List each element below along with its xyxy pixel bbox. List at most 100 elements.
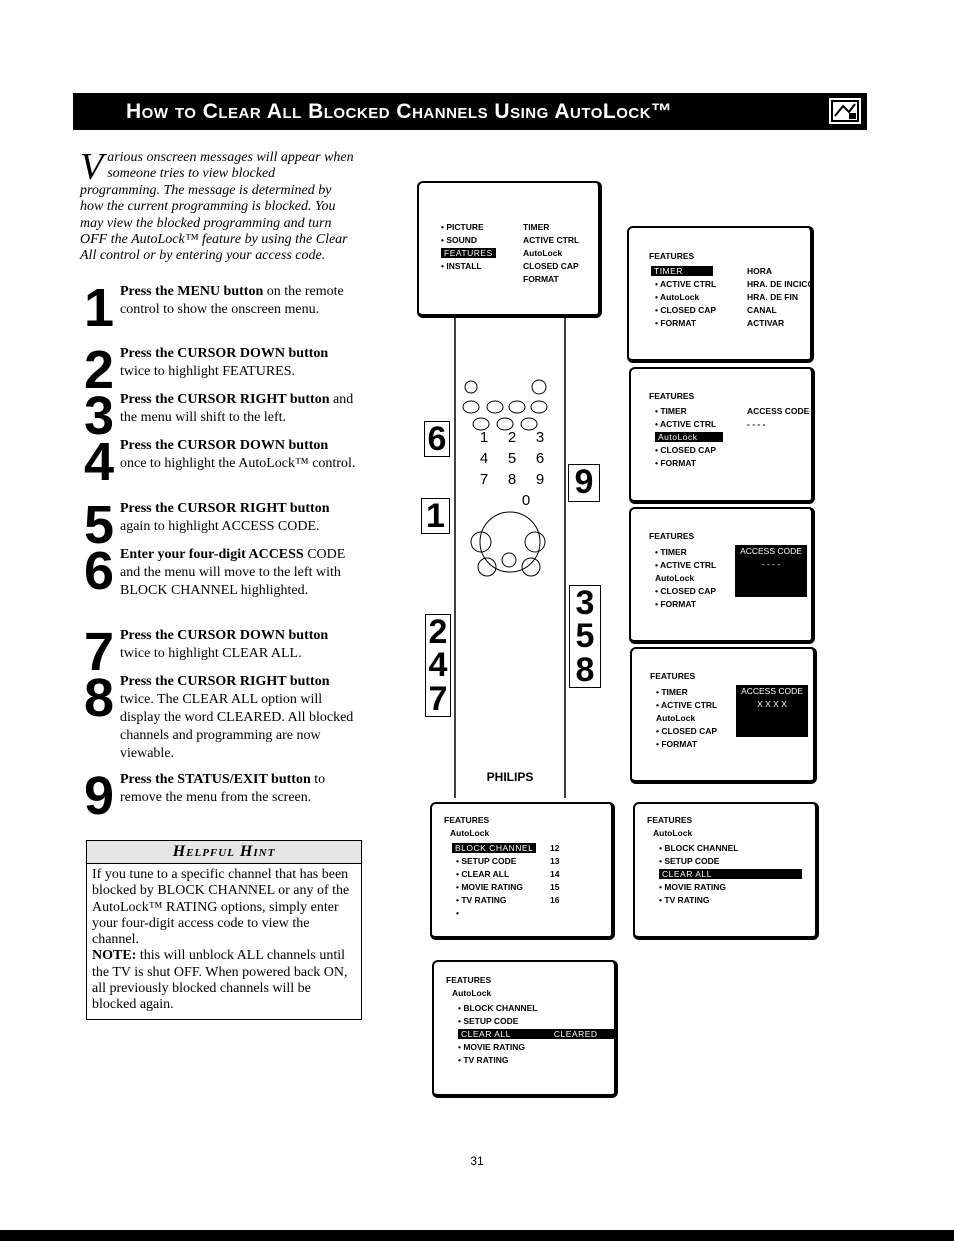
menu-item: • SETUP CODE: [458, 1016, 519, 1026]
digit-key[interactable]: 4: [479, 450, 489, 467]
step-detail: twice. The CLEAR ALL option will display…: [120, 692, 354, 761]
menu-item-selected: FEATURES: [441, 247, 496, 260]
remote-control: 1 2 3 4 5 6 7 8 9 0 PHILIPS: [453, 312, 567, 798]
menu-item: • ACTIVE CTRL: [656, 700, 718, 710]
submenu-item: HRA. DE INCICO: [747, 279, 815, 289]
submenu-item: AutoLock: [523, 248, 563, 258]
screen-features-timer: FEATURES TIMER • ACTIVE CTRL • AutoLock …: [627, 226, 814, 363]
step-number: 8: [84, 668, 115, 728]
menu-item: • ACTIVE CTRL: [655, 419, 717, 429]
menu-item: • TIMER: [655, 406, 687, 416]
access-code-label: ACCESS CODE: [747, 406, 810, 416]
hint-body: If you tune to a specific channel that h…: [92, 867, 350, 948]
menu-item: • FORMAT: [656, 739, 698, 749]
access-code-label: ACCESS CODE: [741, 686, 803, 696]
menu-item: • TIMER: [656, 687, 688, 697]
menu-item: • FORMAT: [655, 318, 697, 328]
submenu-item: ACTIVE CTRL: [523, 235, 580, 245]
channel-number: 12: [550, 843, 560, 853]
callout-1: 1: [421, 498, 450, 534]
menu-item: • PICTURE: [441, 222, 484, 232]
channel-number: 16: [550, 895, 560, 905]
remote-keypad: 1 2 3 4 5 6 7 8 9 0: [467, 427, 557, 511]
submenu-item: TIMER: [523, 222, 550, 232]
step-detail: and the menu will shift to the left.: [120, 392, 354, 425]
access-code-value: X X X X: [757, 699, 787, 709]
menu-item: • SETUP CODE: [456, 856, 517, 866]
cleared-label: CLEARED: [550, 1029, 614, 1039]
step-number: 4: [84, 432, 115, 492]
page-title: How to Clear All Blocked Channels Using …: [126, 99, 673, 123]
step-action: Enter your four-digit ACCESS: [120, 547, 304, 562]
menu-item: • MOVIE RATING: [458, 1042, 526, 1052]
step-action: Press the CURSOR RIGHT button: [120, 392, 330, 407]
screen-title: FEATURES: [649, 531, 695, 541]
submenu-item: HRA. DE FIN: [747, 292, 798, 302]
menu-item: • FORMAT: [655, 458, 697, 468]
menu-item: • CLOSED CAP: [655, 586, 717, 596]
channel-number: 13: [550, 856, 560, 866]
step-action: Press the CURSOR RIGHT button: [120, 501, 330, 516]
menu-item: • TV RATING: [456, 895, 507, 905]
drop-cap: V: [80, 146, 104, 188]
digit-key[interactable]: 3: [535, 429, 545, 446]
screen-autolock-block-channel: FEATURES AutoLock BLOCK CHANNEL • SETUP …: [430, 802, 615, 940]
step-detail: twice to highlight FEATURES.: [120, 364, 295, 379]
autolock-icon: [827, 96, 863, 126]
screen-access-code-entered: FEATURES • TIMER • ACTIVE CTRL AutoLock …: [630, 647, 817, 784]
menu-item: • CLOSED CAP: [656, 726, 718, 736]
menu-item: AutoLock: [655, 573, 695, 583]
step-detail: on the remote control to show the onscre…: [120, 284, 344, 317]
menu-item: • ACTIVE CTRL: [655, 279, 717, 289]
hint-header: Helpful Hint: [86, 840, 362, 864]
step-detail: CODE and the menu will move to the left …: [120, 547, 346, 598]
remote-key-shapes: [462, 379, 548, 577]
submenu-item: CANAL: [747, 305, 777, 315]
menu-item-selected: CLEAR ALL: [659, 868, 802, 881]
digit-key[interactable]: 5: [507, 450, 517, 467]
menu-item: • FORMAT: [655, 599, 697, 609]
intro-text: arious onscreen messages will appear whe…: [80, 150, 354, 264]
submenu-item: FORMAT: [523, 274, 559, 284]
screen-title: FEATURES: [649, 251, 695, 261]
menu-item: • AutoLock: [655, 292, 700, 302]
screen-title: FEATURES: [649, 391, 695, 401]
hint-title: Helpful Hint: [172, 843, 276, 860]
menu-item: •: [456, 908, 459, 918]
screen-autolock-clear-all: FEATURES AutoLock • BLOCK CHANNEL • SETU…: [633, 802, 819, 940]
digit-key[interactable]: 0: [521, 492, 531, 509]
callout-4: 4: [425, 648, 451, 682]
digit-key[interactable]: 6: [535, 450, 545, 467]
step-number: 7: [84, 622, 115, 682]
step-detail: again to highlight ACCESS CODE.: [120, 519, 320, 534]
screen-title: FEATURES: [446, 975, 492, 985]
step-detail: twice to highlight CLEAR ALL.: [120, 646, 302, 661]
step-number: 5: [84, 495, 115, 555]
access-code-label: ACCESS CODE: [740, 546, 802, 556]
digit-key[interactable]: 9: [535, 471, 545, 488]
callout-5: 5: [569, 619, 601, 653]
screen-autolock-cleared: FEATURES AutoLock • BLOCK CHANNEL • SETU…: [432, 960, 618, 1098]
digit-key[interactable]: 1: [479, 429, 489, 446]
callout-8: 8: [569, 653, 601, 688]
step-action: Press the MENU button: [120, 284, 264, 299]
step-number: 1: [84, 278, 115, 338]
channel-number: 15: [550, 882, 560, 892]
menu-item: • SOUND: [441, 235, 478, 245]
menu-item: • ACTIVE CTRL: [655, 560, 717, 570]
step-action: Press the CURSOR DOWN button: [120, 438, 329, 453]
remote-brand: PHILIPS: [486, 770, 534, 784]
menu-item: • SETUP CODE: [659, 856, 720, 866]
digit-key[interactable]: 8: [507, 471, 517, 488]
digit-key[interactable]: 7: [479, 471, 489, 488]
digit-key[interactable]: 2: [507, 429, 517, 446]
step-number: 9: [84, 766, 115, 826]
step-detail: to remove the menu from the screen.: [120, 772, 326, 805]
menu-item-selected: TIMER: [651, 265, 713, 278]
menu-item: • TV RATING: [458, 1055, 509, 1065]
hint-text: If you tune to a specific channel that h…: [92, 867, 356, 1014]
step-number: 2: [84, 340, 115, 400]
step-number: 6: [84, 541, 115, 601]
